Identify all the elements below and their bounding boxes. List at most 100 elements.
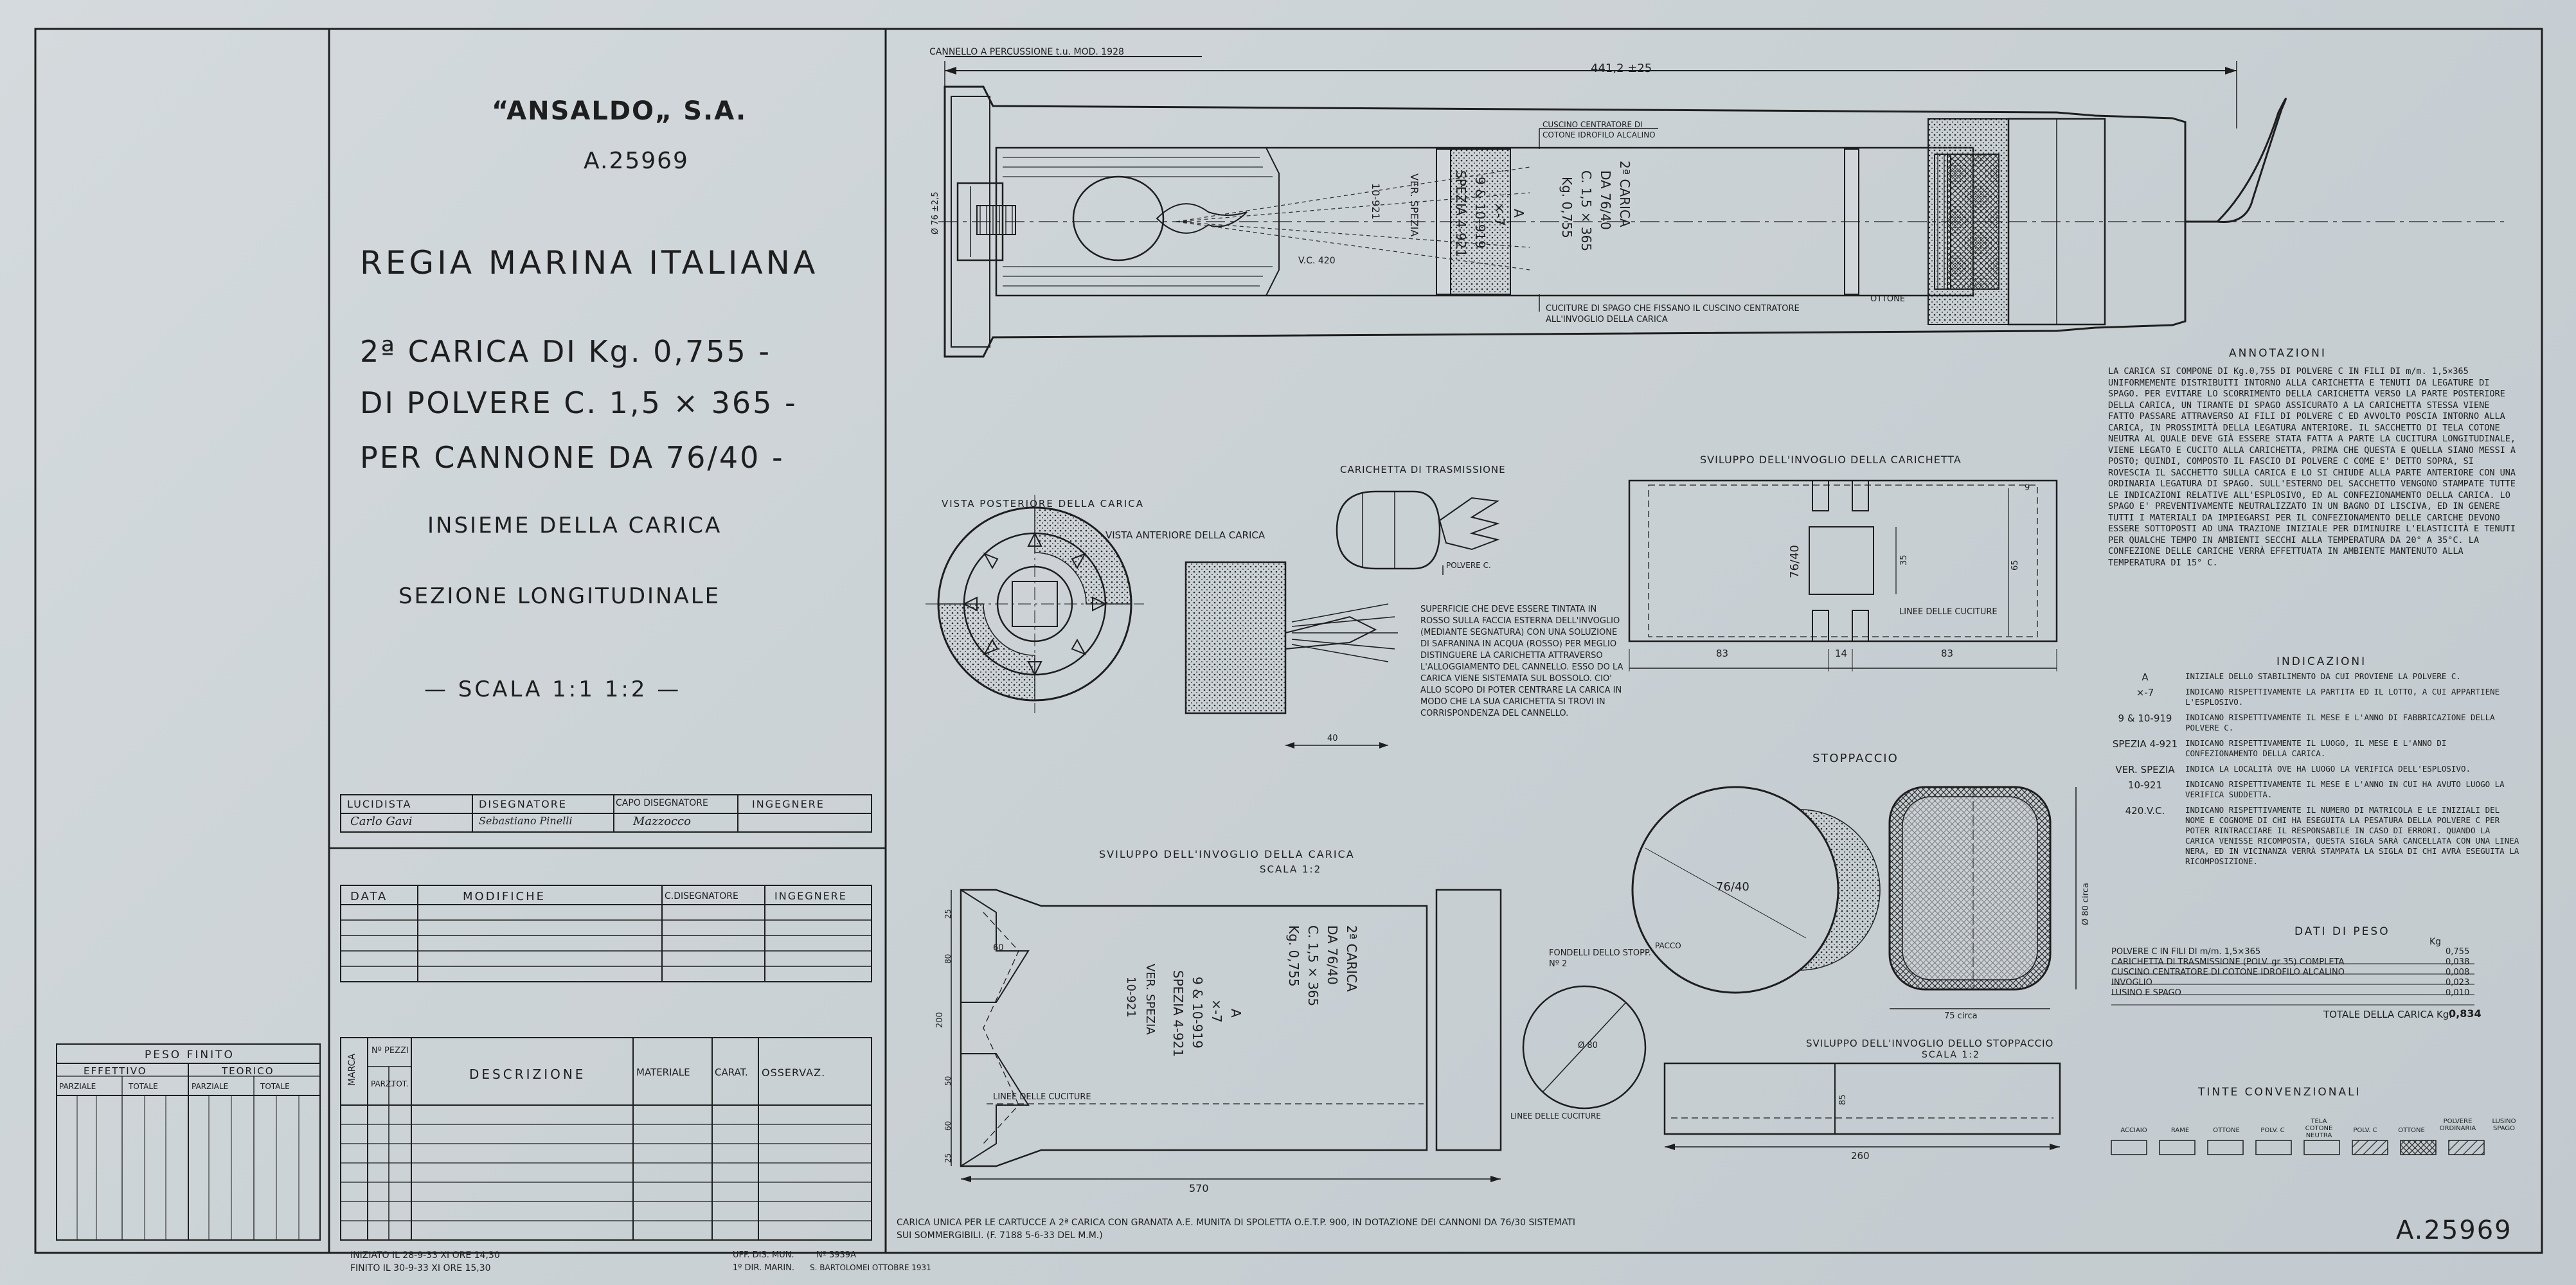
charge-bag-dim-83a: 83 (1716, 648, 1729, 659)
legend-labels: ACCIAIO RAME OTTONE POLV. C TELA COTONE NEUT… (2111, 1118, 2523, 1140)
charge-bag-dim-65: 65 (2010, 560, 2020, 571)
front-view-drawing (1185, 561, 1398, 749)
stopper-length: 75 circa (1944, 1011, 1978, 1021)
indication-text: INDICANO RISPETTIVAMENTE IL LUOGO, IL ME… (2185, 738, 2451, 758)
stopper-bottoms-label: FONDELLI DELLO STOPP. Nº 2 (1549, 948, 1651, 969)
subtitle-section: SEZIONE LONGITUDINALE (398, 583, 721, 609)
sig-capo: Mazzocco (633, 815, 691, 828)
label-rear-view: VISTA POSTERIORE DELLA CARICA (942, 498, 1144, 510)
footer-caption: CARICA UNICA PER LE CARTUCCE A 2ª CARICA… (897, 1218, 1575, 1241)
legend-label: TELA COTONE NEUTRA (2305, 1118, 2333, 1139)
development-marking-1: 2ª CARICA (1344, 925, 1359, 992)
legend-label: LUSINO SPAGO (2492, 1118, 2516, 1132)
legend-label: ACCIAIO (2120, 1127, 2147, 1134)
stopper-label-d: PACCO (1655, 941, 1681, 950)
legend-label: RAME (2170, 1127, 2190, 1134)
indications-title: INDICAZIONI (2276, 655, 2367, 668)
parts-header-materiale: MATERIALE (636, 1067, 690, 1078)
weight-group-teorico: TEORICO (222, 1065, 274, 1077)
development-dim-200: 200 (935, 1012, 945, 1028)
dim-40: 40 (1327, 734, 1338, 743)
weight-row-label: INVOGLIO (2111, 978, 2152, 988)
title-line-2: DI POLVERE C. 1,5 × 365 - (360, 386, 798, 420)
development-marking2-2: ×-7 (1209, 999, 1224, 1023)
mod-header-ingegnere: INGEGNERE (774, 890, 847, 902)
parts-header-marca: MARCA (347, 1053, 357, 1086)
weight-data-lines (2111, 963, 2474, 1006)
legend-label: OTTONE (2398, 1127, 2425, 1134)
parts-header-osservaz: OSSERVAZ. (762, 1067, 826, 1079)
indication-text: INDICANO RISPETTIVAMENTE IL NUMERO DI MA… (2185, 805, 2524, 866)
weight-sub-4: TOTALE (260, 1082, 290, 1091)
mod-header-cdis: C.DISEGNATORE (665, 891, 738, 901)
label-vc: V.C. 420 (1298, 256, 1336, 266)
label-cushion: CUSCINO CENTRATORE DI COTONE IDROFILO AL… (1543, 120, 1656, 139)
indication-text: INDICANO RISPETTIVAMENTE IL MESE E L'ANN… (2185, 779, 2510, 799)
marking-line-1: 2ª CARICA (1617, 161, 1632, 227)
development-title: SVILUPPO DELL'INVOGLIO DELLA CARICA (1099, 848, 1355, 860)
stopper-bag-dim-l: 260 (1851, 1150, 1870, 1162)
development-ver-1: VER. SPEZIA (1143, 964, 1157, 1035)
weights-total-label: TOTALE DELLA CARICA Kg. (2323, 1009, 2453, 1020)
modifications-table-lines (340, 885, 872, 982)
label-brass: OTTONE (1870, 294, 1906, 304)
indication-code: 420.V.C. (2125, 805, 2165, 817)
weight-sub-1: PARZIALE (59, 1082, 96, 1091)
indication-text: INDICANO RISPETTIVAMENTE IL MESE E L'ANN… (2185, 713, 2500, 732)
indication-code: 10-921 (2127, 779, 2163, 791)
marking2-line-4: SPEZIA 4-921 (1453, 170, 1469, 258)
charge-bag-dim-14: 14 (1835, 648, 1848, 659)
title-line-1: 2ª CARICA DI Kg. 0,755 - (360, 334, 772, 369)
label-ver-date: 10-921 (1370, 183, 1382, 220)
annotations-text: LA CARICA SI COMPONE DI Kg.0,755 DI POLV… (2108, 366, 2521, 568)
company-name: “ANSALDO„ S.A. (492, 96, 747, 126)
development-marking-4: Kg. 0,755 (1286, 925, 1301, 987)
label-front-view: VISTA ANTERIORE DELLA CARICA (1105, 529, 1266, 541)
stopper-label: 76/40 (1716, 880, 1749, 894)
indication-text: INDICANO RISPETTIVAMENTE LA PARTITA ED I… (2185, 687, 2505, 707)
indication-code: 9 & 10-919 (2118, 713, 2172, 724)
stopper-dia: Ø 80 circa (2081, 883, 2091, 925)
charge-bag-development-drawing (1628, 479, 2058, 671)
footer-ref: Nº 3939A (816, 1250, 856, 1260)
label-percussion-tube: CANNELLO A PERCUSSIONE t.u. MOD. 1928 (929, 47, 1124, 57)
development-scale: SCALA 1:2 (1260, 864, 1322, 875)
weight-row-label: LUSINO E SPAGO (2111, 988, 2181, 998)
indication-text: INDICA LA LOCALITÀ OVE HA LUOGO LA VERIF… (2185, 764, 2471, 774)
development-dim-25b: 25 (944, 1153, 953, 1163)
navy-title: REGIA MARINA ITALIANA (360, 244, 819, 281)
charge-bag-dim-83b: 83 (1941, 648, 1954, 659)
sig-header-capo: CAPO DISEGNATORE (616, 798, 708, 808)
charge-bag-title: SVILUPPO DELL'INVOGLIO DELLA CARICHETTA (1700, 454, 1962, 466)
indication-code: SPEZIA 4-921 (2112, 738, 2178, 750)
development-marking-2: DA 76/40 (1325, 925, 1340, 985)
label-powder: POLVERE C. (1446, 561, 1491, 570)
marking-line-2: DA 76/40 (1598, 170, 1613, 230)
label-stitching: CUCITURE DI SPAGO CHE FISSANO IL CUSCINO… (1546, 304, 1800, 324)
sig-header-ingegnere: INGEGNERE (752, 798, 825, 810)
main-section-drawing (938, 56, 2507, 358)
development-dim-80: 80 (944, 953, 953, 964)
dim-overall-length: 441,2 ±25 (1591, 62, 1652, 75)
charge-bag-dim-9: 9 (2025, 483, 2030, 493)
development-dim-570: 570 (1189, 1182, 1209, 1194)
indication-code: VER. SPEZIA (2115, 764, 2175, 775)
sig-header-lucidista: LUCIDISTA (347, 798, 412, 810)
weight-sub-3: PARZIALE (192, 1082, 229, 1091)
stopper-bag-title: SVILUPPO DELL'INVOGLIO DELLO STOPPACCIO (1806, 1038, 2054, 1049)
parts-header-carat: CARAT. (715, 1067, 748, 1078)
label-transfer-charge: CARICHETTA DI TRASMISSIONE (1340, 464, 1506, 475)
stopper-bottom-dia: Ø 80 (1578, 1041, 1598, 1050)
development-marking2-4: SPEZIA 4-921 (1170, 970, 1186, 1058)
legend-swatches (2111, 1140, 2485, 1155)
marking-line-4: Kg. 0,755 (1559, 177, 1575, 238)
label-ver-spezia: VER. SPEZIA (1408, 173, 1420, 237)
sig-lucidista: Carlo Gavi (350, 815, 413, 828)
indication-code: A (2142, 671, 2149, 683)
legend-label: POLV. C (2260, 1127, 2285, 1134)
weights-title: DATI DI PESO (2294, 925, 2390, 938)
weight-sub-2: TOTALE (129, 1082, 158, 1091)
weight-row-value: 0,010 (2446, 988, 2470, 998)
